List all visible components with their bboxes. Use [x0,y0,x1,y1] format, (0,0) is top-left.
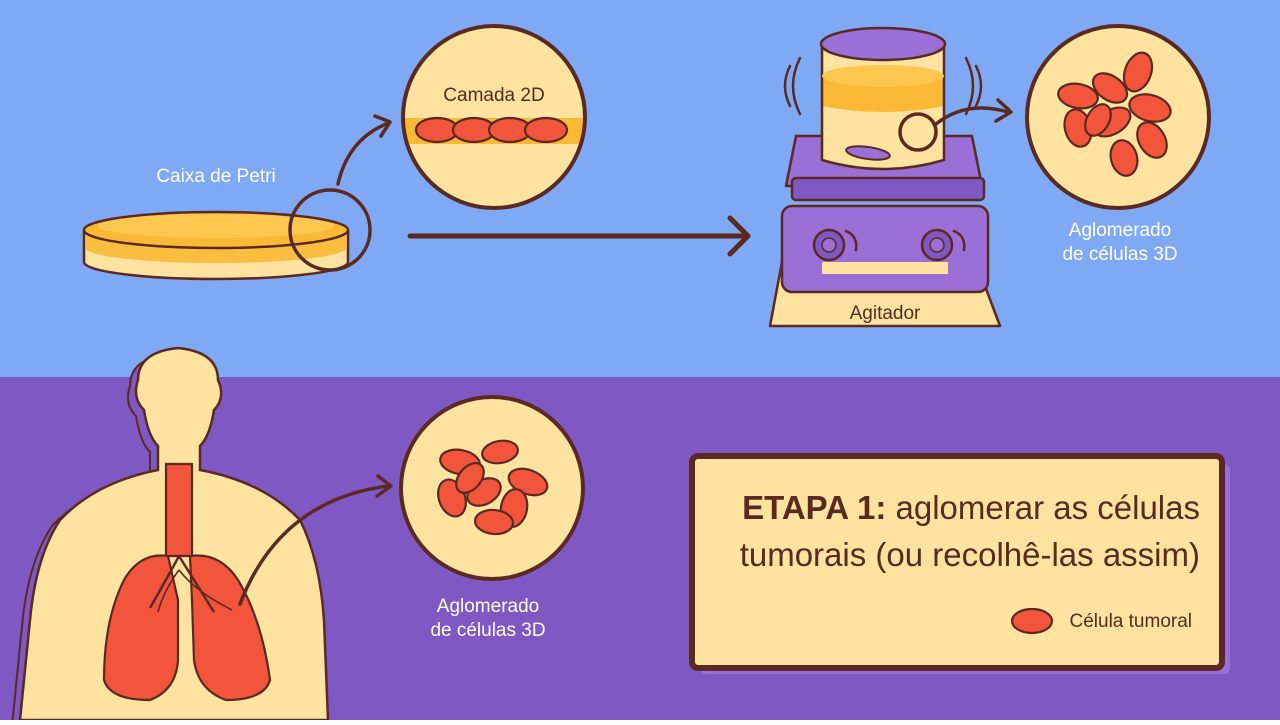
arrow-lung-to-cluster [238,474,393,606]
layer-2d-magnifier [401,24,587,210]
step-title: ETAPA 1: aglomerar as células tumorais (… [730,484,1200,578]
step-box: ETAPA 1: aglomerar as células tumorais (… [692,456,1222,670]
bottom-cluster-magnifier [399,395,585,581]
arrow-to-shaker [407,215,751,257]
top-cluster-label-line1: Aglomerado [1068,220,1172,241]
petri-dish [82,188,372,281]
beaker-zoom-circle [898,112,938,152]
step-box-frame [689,453,1230,674]
legend-cell-icon [1010,607,1054,635]
step-text-line1: aglomerar as células [886,489,1201,526]
layer-2d-label: Camada 2D [443,85,545,106]
arrow-petri-to-layer [336,114,392,186]
arrow-beaker-to-cluster [934,98,1013,126]
human-torso [11,346,330,725]
petri-dish-label: Caixa de Petri [156,166,276,187]
petri-zoom-circle [288,188,372,272]
shaker-label: Agitador [849,303,921,324]
bottom-cluster-label-line1: Aglomerado [436,596,540,617]
legend-label: Célula tumoral [1069,611,1193,632]
step-number: ETAPA 1: [742,489,887,526]
shaker [768,26,1002,328]
top-cluster-label-line2: de células 3D [1062,244,1178,265]
step-text-line2: tumorais (ou recolhê-las assim) [739,536,1200,573]
top-cluster-magnifier [1025,24,1211,210]
bottom-cluster-label-line2: de células 3D [430,620,546,641]
